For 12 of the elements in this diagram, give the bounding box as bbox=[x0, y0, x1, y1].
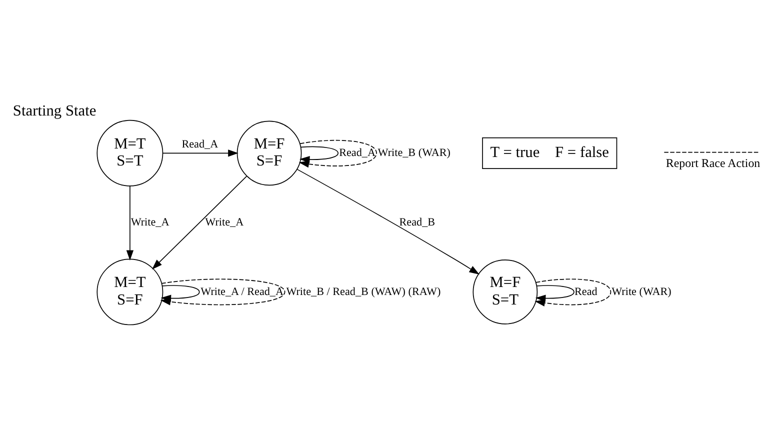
node-label: Starting State bbox=[12, 102, 96, 120]
legend-label: Report Race Action bbox=[666, 156, 760, 170]
edge-label: Read bbox=[574, 286, 598, 298]
edge-label: Read_B bbox=[399, 216, 436, 228]
edge-label: Write_A bbox=[205, 216, 244, 228]
edge-label: Write_A bbox=[130, 216, 170, 228]
edge-label: Write (WAR) bbox=[612, 286, 672, 298]
edge-label: Write_B (WAR) bbox=[378, 147, 450, 160]
edge-label: Write_B / Read_B (WAW) (RAW) bbox=[286, 286, 441, 298]
edge-label: Write_A / Read_A bbox=[200, 286, 284, 298]
edge-label: Read_A bbox=[182, 138, 218, 151]
edge-label: Read_A bbox=[339, 147, 376, 160]
